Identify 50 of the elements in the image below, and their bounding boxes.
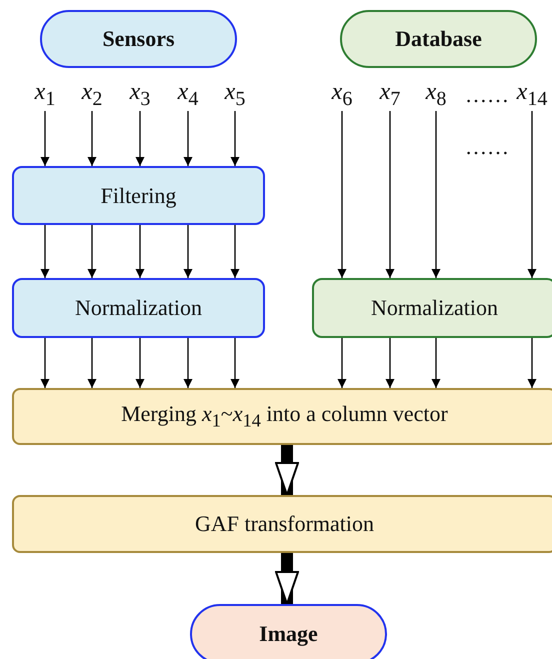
variable-label: x$_{4}$ (178, 79, 198, 111)
variable-label: x$_{8}$ (426, 79, 446, 111)
arrow (432, 111, 440, 278)
variable-label: x$_{5}$ (224, 79, 246, 111)
arrow (432, 338, 440, 388)
arrow (40, 111, 50, 166)
variable-label: x$_{6}$ (332, 79, 352, 111)
variable-label: x$_{7}$ (380, 79, 400, 111)
node-text: Filtering (100, 182, 176, 208)
arrow (136, 338, 144, 388)
ellipsis-label: …… (465, 82, 509, 108)
arrow (386, 111, 394, 278)
output-pill (190, 604, 387, 659)
node-text: GAF transformation (194, 511, 374, 537)
process-box (12, 278, 265, 338)
node-text: Merging x$_{1}$~x$_{14}$ into a column vector (121, 401, 448, 432)
arrow (184, 225, 192, 278)
arrow (184, 111, 192, 166)
arrow (88, 225, 96, 278)
variable-label: x$_{1}$ (34, 79, 56, 111)
arrow (230, 338, 240, 388)
arrow (338, 111, 346, 278)
arrow (40, 338, 50, 388)
ellipsis-label: …… (465, 134, 509, 160)
arrow (230, 111, 240, 166)
arrow (136, 225, 144, 278)
process-box (12, 166, 265, 225)
variable-label: x$_{14}$ (516, 79, 548, 111)
arrow (338, 338, 346, 388)
process-box (312, 278, 552, 338)
node-text: Normalization (74, 295, 202, 321)
arrow (386, 338, 394, 388)
process-box (12, 495, 552, 553)
arrow (88, 338, 96, 388)
node-text: Normalization (370, 295, 498, 321)
arrow (528, 338, 536, 388)
arrow (40, 225, 50, 278)
process-box (12, 388, 552, 445)
variable-label: x$_{2}$ (82, 79, 102, 111)
node-text: Sensors (102, 26, 175, 52)
arrow (184, 338, 192, 388)
block-arrow (275, 553, 299, 605)
variable-label: x$_{3}$ (130, 79, 150, 111)
block-arrow (275, 445, 299, 496)
node-text: Database (395, 26, 482, 52)
arrow (136, 111, 144, 166)
node-text: Image (259, 621, 318, 647)
arrow (528, 111, 536, 278)
arrow (230, 225, 240, 278)
arrow (88, 111, 96, 166)
